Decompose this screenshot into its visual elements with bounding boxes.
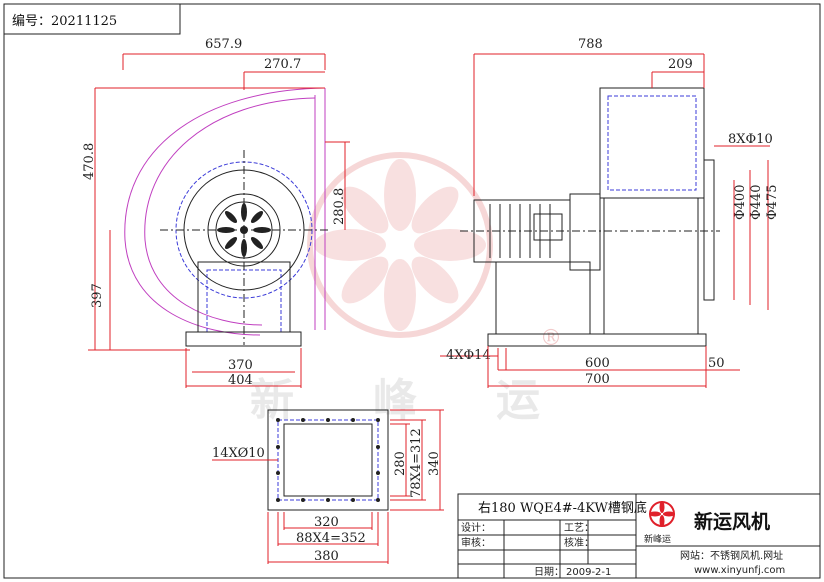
title-block: 右180 WQE4#-4KW槽钢底 设计： 工艺： 审核： 核准： 日期： 20… (457, 493, 821, 579)
dim-line-diameters (733, 160, 769, 310)
fan-housing-side (603, 197, 699, 335)
dim-657: 657.9 (205, 37, 242, 52)
dim-404: 404 (228, 373, 253, 388)
dim-d440: Φ440 (749, 185, 764, 220)
motor-terminal-box (533, 213, 563, 241)
date-label: 日期： (534, 566, 564, 578)
dim-397: 397 (90, 283, 105, 308)
flange-pitch (277, 419, 379, 501)
review-label: 审核： (461, 536, 491, 549)
side-view: 788 209 8XΦ10 Φ400 Φ440 Φ475 4XΦ14 600 7… (440, 37, 780, 388)
dim-600: 600 (585, 356, 610, 371)
dim-flange-holes: 14XØ10 (212, 446, 265, 461)
dim-line-flange-h (390, 409, 444, 511)
scroll-inner (144, 97, 316, 326)
brand-logo-icon (649, 501, 675, 527)
dim-line-base (185, 348, 302, 388)
drawing-frame (3, 3, 821, 579)
dim-d475: Φ475 (765, 185, 780, 220)
check-label: 核准： (564, 536, 594, 549)
dim-line-280 (325, 141, 350, 230)
motor-support (495, 261, 591, 335)
dim-line-flange-w (267, 512, 389, 564)
dim-340: 340 (427, 451, 442, 476)
dim-line-rails (487, 346, 740, 388)
dim-320: 320 (314, 515, 339, 530)
flange-opening (283, 423, 373, 497)
dim-352: 88X4=352 (296, 531, 366, 546)
flange-holes-icon (276, 418, 380, 502)
dim-bolts: 8XΦ10 (728, 132, 773, 147)
dim-312: 78X4=312 (409, 428, 424, 498)
bearing-housing (569, 193, 601, 271)
model-name: 右180 WQE4#-4KW槽钢底 (478, 500, 647, 516)
dim-d400: Φ400 (733, 185, 748, 220)
process-label: 工艺： (564, 522, 594, 534)
website-url: www.xinyunfj.com (694, 565, 785, 576)
watermark: ® 新峰运 (250, 152, 562, 426)
dim-280-flange: 280 (393, 451, 408, 476)
dim-370: 370 (228, 358, 253, 373)
dim-470: 470.8 (82, 143, 97, 180)
dim-788: 788 (578, 37, 603, 52)
serial-box (4, 4, 181, 35)
dim-280: 280.8 (332, 188, 347, 225)
dim-line-788 (473, 53, 705, 196)
dim-holes: 4XΦ14 (446, 348, 491, 363)
outlet-flange (599, 87, 705, 199)
brand-logo-text: 新峰运 (644, 533, 671, 545)
watermark-text: 新峰运 (250, 375, 540, 426)
inlet-flange (703, 159, 715, 301)
scroll-outlet (314, 88, 326, 330)
title-block-frame (457, 493, 821, 579)
watermark-petals-icon (314, 159, 486, 331)
scroll-outer (124, 87, 326, 336)
dim-line-470 (88, 87, 325, 351)
channel-base (487, 333, 707, 347)
flange-view: 14XØ10 320 88X4=352 380 280 78X4=312 340 (212, 409, 444, 564)
website-label: 网站：不锈钢风机.网址 (680, 549, 783, 562)
watermark-registered: ® (540, 326, 562, 351)
dim-209: 209 (668, 57, 693, 72)
dim-line-270 (243, 71, 325, 90)
outlet-flange-inner (607, 95, 697, 191)
front-view: 657.9 270.7 470.8 280.8 397 370 404 (82, 37, 350, 388)
design-label: 设计： (461, 521, 491, 534)
date-value: 2009-2-1 (566, 567, 611, 578)
dim-line-209 (651, 71, 704, 88)
serial-number: 编号：20211125 (12, 14, 117, 29)
company-name: 新运风机 (694, 510, 770, 533)
dim-270: 270.7 (264, 57, 301, 72)
dim-line-657 (122, 53, 326, 70)
dim-380: 380 (314, 549, 339, 564)
dim-700: 700 (585, 372, 610, 387)
dim-50: 50 (708, 356, 725, 371)
